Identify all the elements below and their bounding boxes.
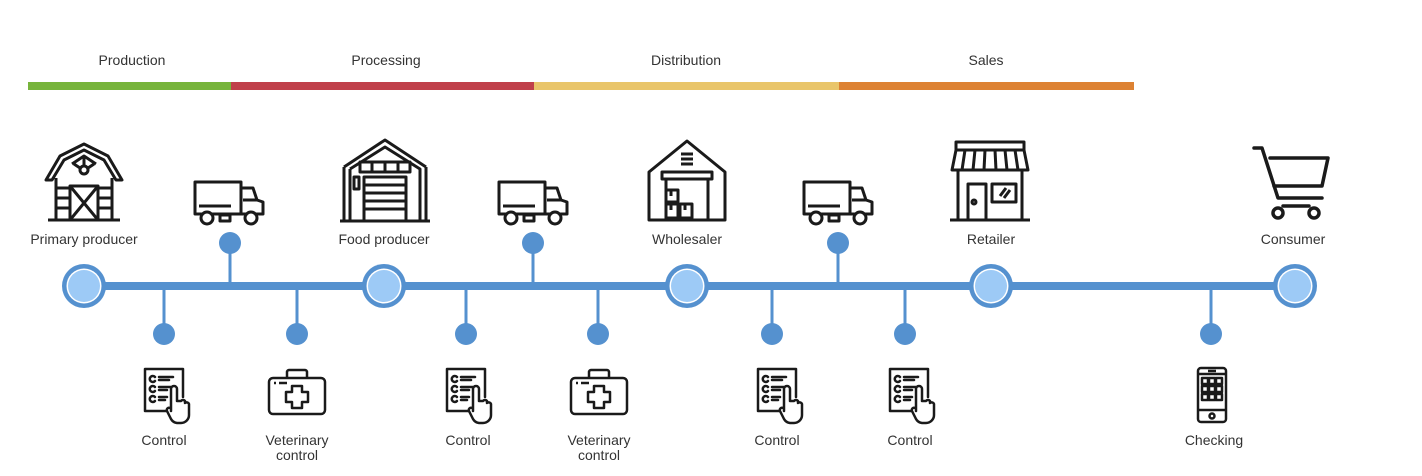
shop-icon xyxy=(950,140,1030,222)
transport-dot xyxy=(522,232,544,254)
transport-dot xyxy=(827,232,849,254)
check-label-control: Control xyxy=(445,432,491,448)
checklist-icon xyxy=(445,367,493,425)
check-dot xyxy=(153,323,175,345)
phase-bar-distribution xyxy=(534,82,839,90)
stage-node xyxy=(1279,270,1311,302)
warehouse-icon xyxy=(647,139,727,222)
phase-label-distribution: Distribution xyxy=(650,52,722,68)
checklist-icon xyxy=(756,367,804,425)
check-label-veterinary-control: Veterinary control xyxy=(567,433,630,463)
smartphone-icon xyxy=(1196,366,1228,424)
stage-label-primary-producer: Primary producer xyxy=(30,231,138,247)
phase-bar-sales xyxy=(839,82,1134,90)
phase-label-processing: Processing xyxy=(351,52,421,68)
check-dot xyxy=(761,323,783,345)
check-dot xyxy=(1200,323,1222,345)
phase-bar-processing xyxy=(231,82,534,90)
check-label-line: control xyxy=(577,447,621,463)
truck-icon xyxy=(497,180,569,226)
phase-bar-production xyxy=(28,82,231,90)
check-label-control: Control xyxy=(887,432,933,448)
stage-label-consumer: Consumer xyxy=(1260,231,1326,247)
truck-icon xyxy=(193,180,265,226)
check-label-control: Control xyxy=(754,432,800,448)
checklist-icon xyxy=(888,367,936,425)
medical-kit-icon xyxy=(267,368,327,416)
checklist-icon xyxy=(143,367,191,425)
check-label-line: Veterinary xyxy=(265,432,329,448)
phase-label-sales: Sales xyxy=(968,52,1004,68)
stage-label-retailer: Retailer xyxy=(966,231,1016,247)
stage-node xyxy=(368,270,400,302)
check-dot xyxy=(286,323,308,345)
stage-label-wholesaler: Wholesaler xyxy=(651,231,723,247)
phase-label-production: Production xyxy=(98,52,166,68)
check-dot xyxy=(587,323,609,345)
medical-kit-icon xyxy=(569,368,629,416)
factory-icon xyxy=(340,138,430,223)
check-label-line: Veterinary xyxy=(567,432,631,448)
barn-icon xyxy=(44,142,124,222)
check-label-checking: Checking xyxy=(1184,432,1244,448)
check-label-line: control xyxy=(275,447,319,463)
stage-label-food-producer: Food producer xyxy=(338,231,430,247)
shopping-cart-icon xyxy=(1252,146,1330,220)
truck-icon xyxy=(802,180,874,226)
stage-node xyxy=(975,270,1007,302)
stage-node xyxy=(671,270,703,302)
check-dot xyxy=(455,323,477,345)
transport-dot xyxy=(219,232,241,254)
stage-node xyxy=(68,270,100,302)
check-dot xyxy=(894,323,916,345)
check-label-control: Control xyxy=(141,432,187,448)
check-label-veterinary-control: Veterinary control xyxy=(265,433,328,463)
